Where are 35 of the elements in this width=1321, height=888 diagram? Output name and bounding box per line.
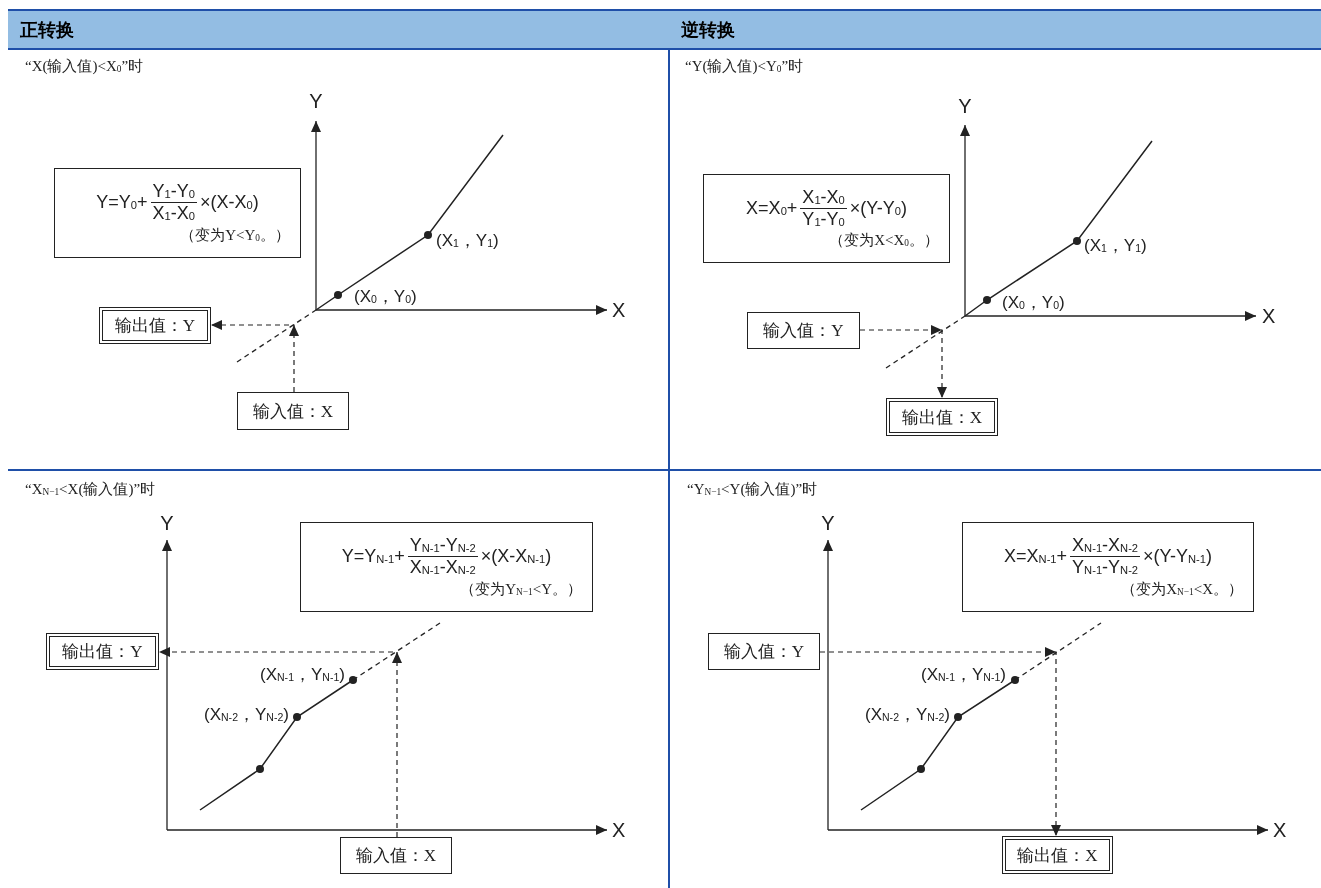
value-box: 输入值：Y [747, 312, 860, 349]
condition-note: （变为X$_{N−1}$<X。） [1121, 579, 1243, 599]
value-box: 输出值：X [886, 398, 998, 436]
arrow [210, 320, 299, 393]
condition-note: （变为Y$_{N−1}$<Y。） [460, 579, 582, 599]
axis-label: X [1262, 304, 1276, 328]
formula-box [962, 522, 1254, 612]
arrow [859, 325, 947, 399]
axis-label: Y [821, 511, 835, 535]
condition-text: “X$_{N−1}$<X(输入值)”时 [25, 479, 156, 499]
condition-note: （变为Y<Y$_{0}$。） [180, 225, 290, 245]
arrow [158, 647, 402, 838]
axis-label: Y [309, 89, 323, 113]
axis-label: X [612, 818, 626, 842]
axis-label: Y [958, 94, 972, 118]
arrow [819, 647, 1061, 837]
axis-label: X [612, 298, 626, 322]
column-heading: 逆转换 [681, 17, 735, 42]
value-box: 输入值：X [340, 837, 452, 874]
condition-text: “Y$_{N−1}$<Y(输入值)”时 [687, 479, 818, 499]
value-box: 输出值：Y [99, 307, 211, 344]
header-band [8, 9, 669, 50]
formula-box [54, 168, 301, 258]
formula-box [300, 522, 593, 612]
value-box: 输出值：Y [46, 633, 159, 670]
condition-text: “Y(输入值)<Y$_{0}$”时 [685, 56, 804, 76]
formula-box [703, 174, 950, 263]
axis-label: X [1273, 818, 1287, 842]
value-box: 输出值：X [1002, 836, 1113, 874]
condition-note: （变为X<X$_{0}$。） [829, 231, 939, 251]
value-box: 输入值：X [237, 392, 349, 430]
header-band [669, 9, 1321, 50]
value-box: 输入值：Y [708, 633, 820, 670]
axis-label: Y [160, 511, 174, 535]
column-heading: 正转换 [20, 17, 74, 42]
